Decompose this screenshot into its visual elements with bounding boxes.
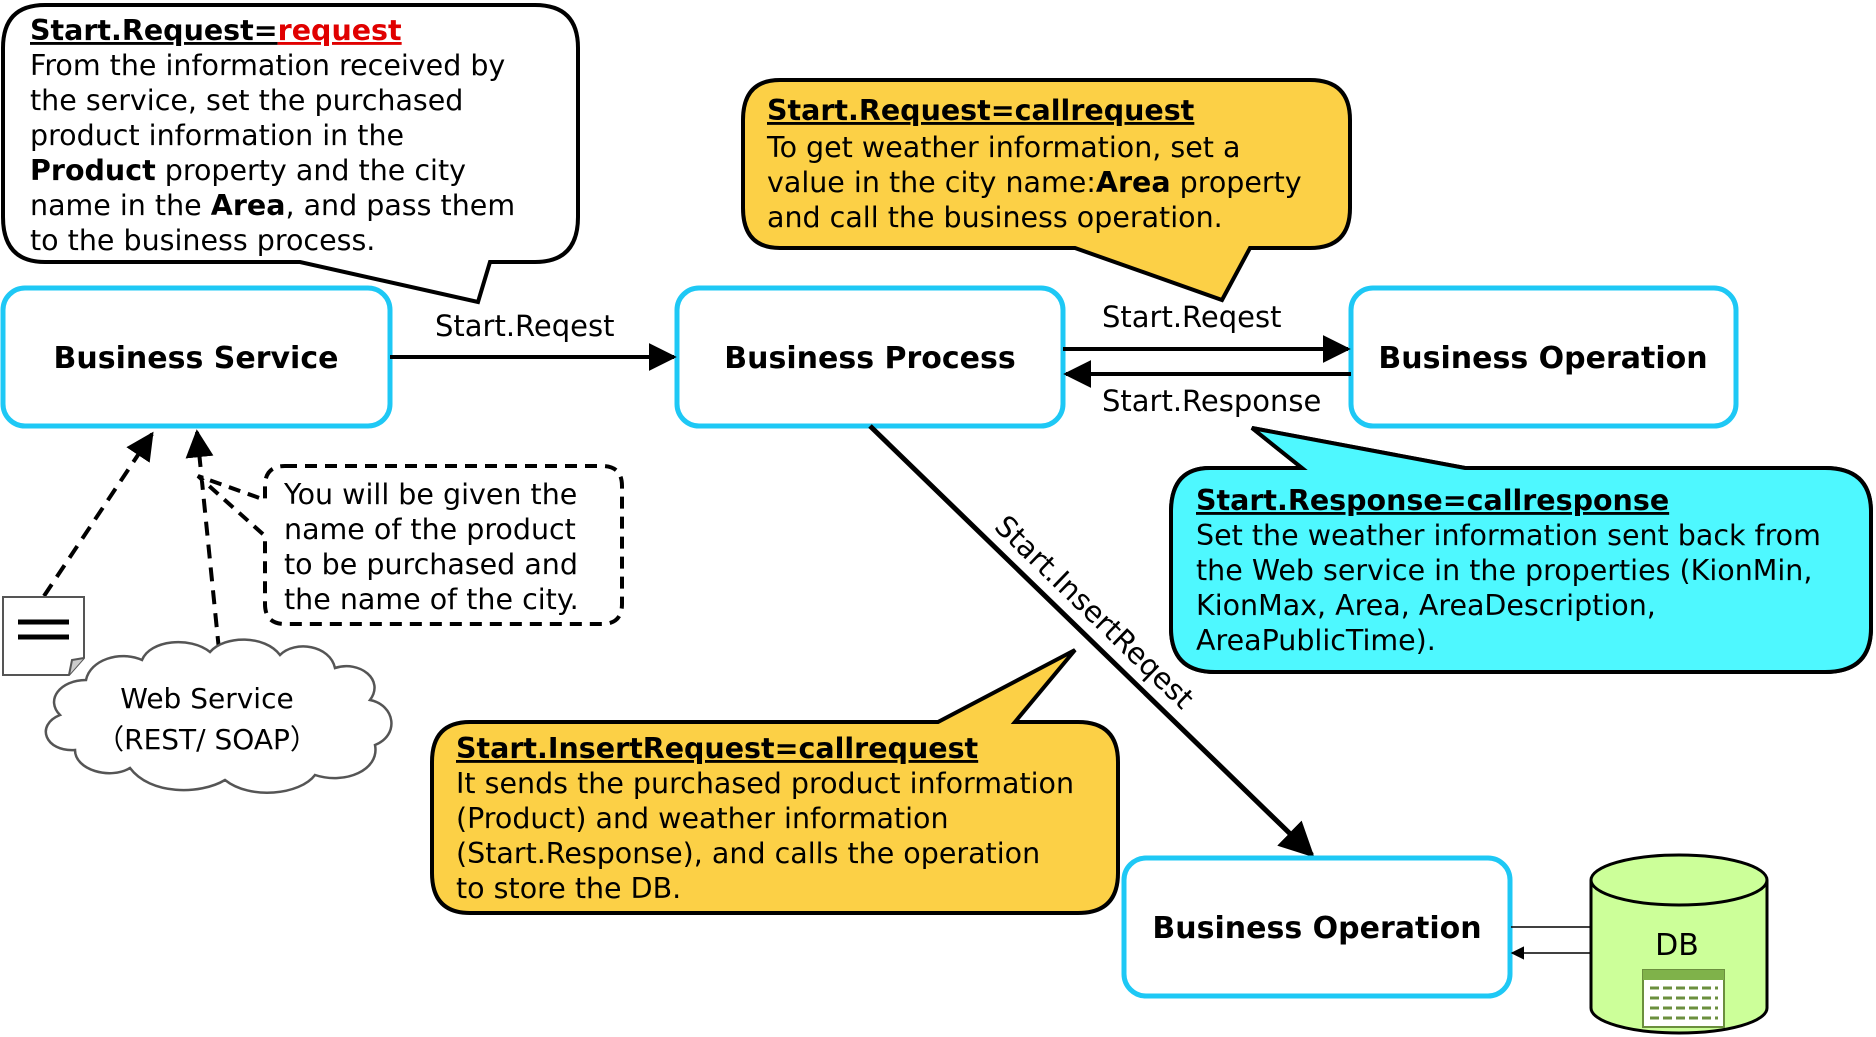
callout-insert-request-line: to store the DB. bbox=[456, 872, 681, 905]
callout-service-request-line: From the information received by bbox=[30, 49, 505, 82]
callout-service-request-line: the service, set the purchased bbox=[30, 84, 463, 117]
callout-call-request-title: Start.Request=callrequest bbox=[767, 94, 1194, 127]
document-icon bbox=[2, 596, 85, 676]
business-operation-weather-label: Business Operation bbox=[1378, 341, 1707, 376]
dashed-inputs bbox=[42, 429, 221, 651]
node-business-process: Business Process bbox=[674, 285, 1066, 429]
business-process-label: Business Process bbox=[724, 341, 1015, 376]
callout-insert-request: Start.InsertRequest=callrequest It sends… bbox=[430, 648, 1120, 915]
callout-given-info-line: You will be given the bbox=[283, 478, 577, 511]
web-service-cloud-icon: Web Service （REST/ SOAP） bbox=[44, 638, 393, 794]
callout-service-request-title: Start.Request=request bbox=[30, 14, 402, 47]
callout-service-request-line: to the business process. bbox=[30, 224, 375, 257]
callout-call-response-title: Start.Response=callresponse bbox=[1196, 484, 1669, 517]
business-service-label: Business Service bbox=[54, 341, 339, 376]
web-service-label: Web Service bbox=[120, 682, 293, 715]
callout-insert-request-title: Start.InsertRequest=callrequest bbox=[456, 732, 978, 765]
callout-call-request: Start.Request=callrequest To get weather… bbox=[741, 78, 1352, 303]
callout-call-request-line: To get weather information, set a bbox=[766, 131, 1240, 164]
callout-service-request-line: product information in the bbox=[30, 119, 404, 152]
callout-given-info-line: name of the product bbox=[284, 513, 576, 546]
callout-call-request-line: value in the city name:Area property bbox=[767, 166, 1302, 199]
callout-call-request-line: and call the business operation. bbox=[767, 201, 1223, 234]
callout-service-request: Start.Request=request From the informati… bbox=[0, 3, 580, 305]
edge-operation-to-process: Start.Response bbox=[1063, 360, 1351, 418]
callout-insert-request-line: (Start.Response), and calls the operatio… bbox=[456, 837, 1040, 870]
callout-call-response-line: AreaPublicTime). bbox=[1196, 624, 1436, 657]
callout-given-info-line: the name of the city. bbox=[284, 583, 579, 616]
db-cylinder-icon: DB bbox=[1589, 853, 1769, 1035]
callout-call-response-line: Set the weather information sent back fr… bbox=[1196, 519, 1821, 552]
callout-service-request-line: name in the Area, and pass them bbox=[30, 189, 515, 222]
callout-call-response-line: KionMax, Area, AreaDescription, bbox=[1196, 589, 1656, 622]
edge-service-to-process-label: Start.Reqest bbox=[435, 309, 614, 343]
business-operation-db-label: Business Operation bbox=[1152, 911, 1481, 946]
callout-insert-request-line: It sends the purchased product informati… bbox=[456, 767, 1074, 800]
node-business-operation-weather: Business Operation bbox=[1348, 285, 1739, 429]
node-business-service: Business Service bbox=[0, 285, 393, 429]
callout-call-response-line: the Web service in the properties (KionM… bbox=[1196, 554, 1812, 587]
callout-insert-request-line: (Product) and weather information bbox=[456, 802, 949, 835]
edge-process-to-operation-label: Start.Reqest bbox=[1102, 300, 1281, 334]
edge-service-to-process: Start.Reqest bbox=[390, 309, 677, 371]
edge-process-to-operation: Start.Reqest bbox=[1063, 300, 1351, 363]
callout-call-response: Start.Response=callresponse Set the weat… bbox=[1169, 426, 1873, 674]
callout-given-info: You will be given the name of the produc… bbox=[196, 464, 624, 626]
db-label: DB bbox=[1655, 928, 1699, 963]
node-business-operation-db: Business Operation bbox=[1121, 855, 1513, 999]
callout-given-info-line: to be purchased and bbox=[284, 548, 578, 581]
edge-operation-to-process-label: Start.Response bbox=[1102, 384, 1321, 418]
web-service-protocol-label: （REST/ SOAP） bbox=[96, 723, 318, 756]
db-table-icon bbox=[1642, 969, 1725, 1028]
callout-service-request-line: Product property and the city bbox=[30, 154, 466, 187]
